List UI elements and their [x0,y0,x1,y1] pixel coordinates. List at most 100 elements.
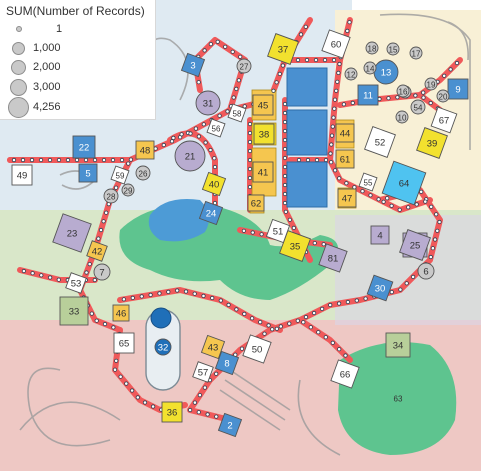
legend-title: SUM(Number of Records) [6,4,145,18]
walkway-dot [226,302,231,307]
attraction-6[interactable]: 6 [417,262,435,280]
attraction-81[interactable]: 81 [318,243,348,273]
attraction-50[interactable]: 50 [242,334,272,364]
attraction-67[interactable]: 67 [430,106,458,134]
walkway-dot [112,367,118,372]
attraction-63[interactable]: 63 [394,395,403,404]
attraction-46[interactable]: 46 [112,304,130,322]
attraction-15[interactable]: 15 [386,42,400,56]
attraction-43[interactable]: 43 [200,334,226,360]
attraction-57[interactable]: 57 [192,361,214,383]
attraction-60[interactable]: 60 [321,29,351,59]
attraction-32[interactable]: 32 [154,338,172,356]
legend-dot [16,26,22,32]
attraction-shape [192,361,214,383]
walkway-dot [87,261,92,267]
attraction-5[interactable]: 5 [78,163,98,183]
attraction-8[interactable]: 8 [214,350,240,376]
attraction-59[interactable]: 59 [110,165,130,185]
attraction-39[interactable]: 39 [416,127,448,159]
attraction-36[interactable]: 36 [161,401,183,423]
attraction-29[interactable]: 29 [121,183,135,197]
walkway-dot [282,155,288,161]
attraction-61[interactable]: 61 [335,149,355,169]
legend-label: 3,000 [33,81,61,93]
attraction-51[interactable]: 51 [265,218,291,244]
walkway-dot [102,321,108,327]
attraction-shape [344,67,358,81]
walkway-dot [56,157,62,163]
attraction-label: 64 [399,179,410,190]
walkway-dot [183,289,189,294]
attraction-64[interactable]: 64 [381,160,427,206]
attraction-23[interactable]: 23 [52,213,92,253]
attraction-label: 62 [251,199,262,210]
attraction-44[interactable]: 44 [335,123,355,143]
attraction-13[interactable]: 13 [373,59,399,85]
attraction-shape [112,304,130,322]
attraction-12[interactable]: 12 [344,67,358,81]
walkway-dot [398,287,403,292]
attraction-label: 42 [92,247,103,258]
attraction-16[interactable]: 16 [396,84,410,98]
walkway-dot [296,157,302,163]
attraction-2[interactable]: 2 [217,412,243,438]
attraction-label: 13 [381,68,392,79]
attraction-10[interactable]: 10 [395,110,409,124]
attraction-41[interactable]: 41 [252,161,274,183]
legend-dot [10,79,27,96]
attraction-26[interactable]: 26 [135,165,151,181]
attraction-45[interactable]: 45 [252,94,274,116]
walkway-dot [130,295,135,300]
attraction-9[interactable]: 9 [447,78,469,100]
attraction-20[interactable]: 20 [436,89,450,103]
walkway-dot [321,242,326,247]
walkway-dot [282,128,288,134]
attraction-49[interactable]: 49 [11,164,33,186]
attraction-53[interactable]: 53 [65,272,87,294]
attraction-shape [247,194,265,212]
attraction-34[interactable]: 34 [385,332,411,358]
walkway-dot [397,207,402,212]
attraction-17[interactable]: 17 [409,46,423,60]
attraction-52[interactable]: 52 [364,126,396,158]
attraction-25[interactable]: 25 [399,229,431,261]
attraction-58[interactable]: 58 [227,103,247,123]
attraction-33[interactable]: 33 [59,296,89,326]
attraction-21[interactable]: 21 [174,140,206,172]
attraction-31[interactable]: 31 [195,90,221,116]
walkway-dot [303,24,308,29]
walkway-dot [119,157,125,163]
attraction-62[interactable]: 62 [247,194,265,212]
walkway-dot [347,20,352,25]
attraction-38[interactable]: 38 [253,123,275,145]
walkway-dot [295,318,300,323]
attraction-40[interactable]: 40 [201,171,227,197]
attraction-47[interactable]: 47 [337,188,357,208]
attraction-65[interactable]: 65 [113,332,135,354]
attraction-27[interactable]: 27 [236,58,252,74]
attraction-55[interactable]: 55 [358,172,378,192]
walkway-dot [432,237,438,242]
attraction-14[interactable]: 14 [363,61,377,75]
size-legend: SUM(Number of Records) 1 1,000 2,000 3,0… [0,0,156,120]
attraction-7[interactable]: 7 [93,263,111,281]
attraction-22[interactable]: 22 [72,135,96,159]
attraction-28[interactable]: 28 [103,188,119,204]
attraction-3[interactable]: 3 [180,52,206,78]
attraction-24[interactable]: 24 [198,200,224,226]
attraction-66[interactable]: 66 [330,359,360,389]
walkway-dot [241,228,246,233]
legend-dot [11,60,26,75]
attraction-4[interactable]: 4 [370,225,390,245]
attraction-42[interactable]: 42 [86,240,108,262]
attraction-54[interactable]: 54 [410,99,426,115]
attraction-19[interactable]: 19 [424,77,438,91]
plaza-marker[interactable] [150,307,172,329]
attraction-37[interactable]: 37 [267,33,299,65]
attraction-11[interactable]: 11 [357,84,379,106]
attraction-56[interactable]: 56 [206,118,226,138]
attraction-18[interactable]: 18 [365,41,379,55]
attraction-30[interactable]: 30 [366,274,394,302]
attraction-48[interactable]: 48 [135,140,155,160]
